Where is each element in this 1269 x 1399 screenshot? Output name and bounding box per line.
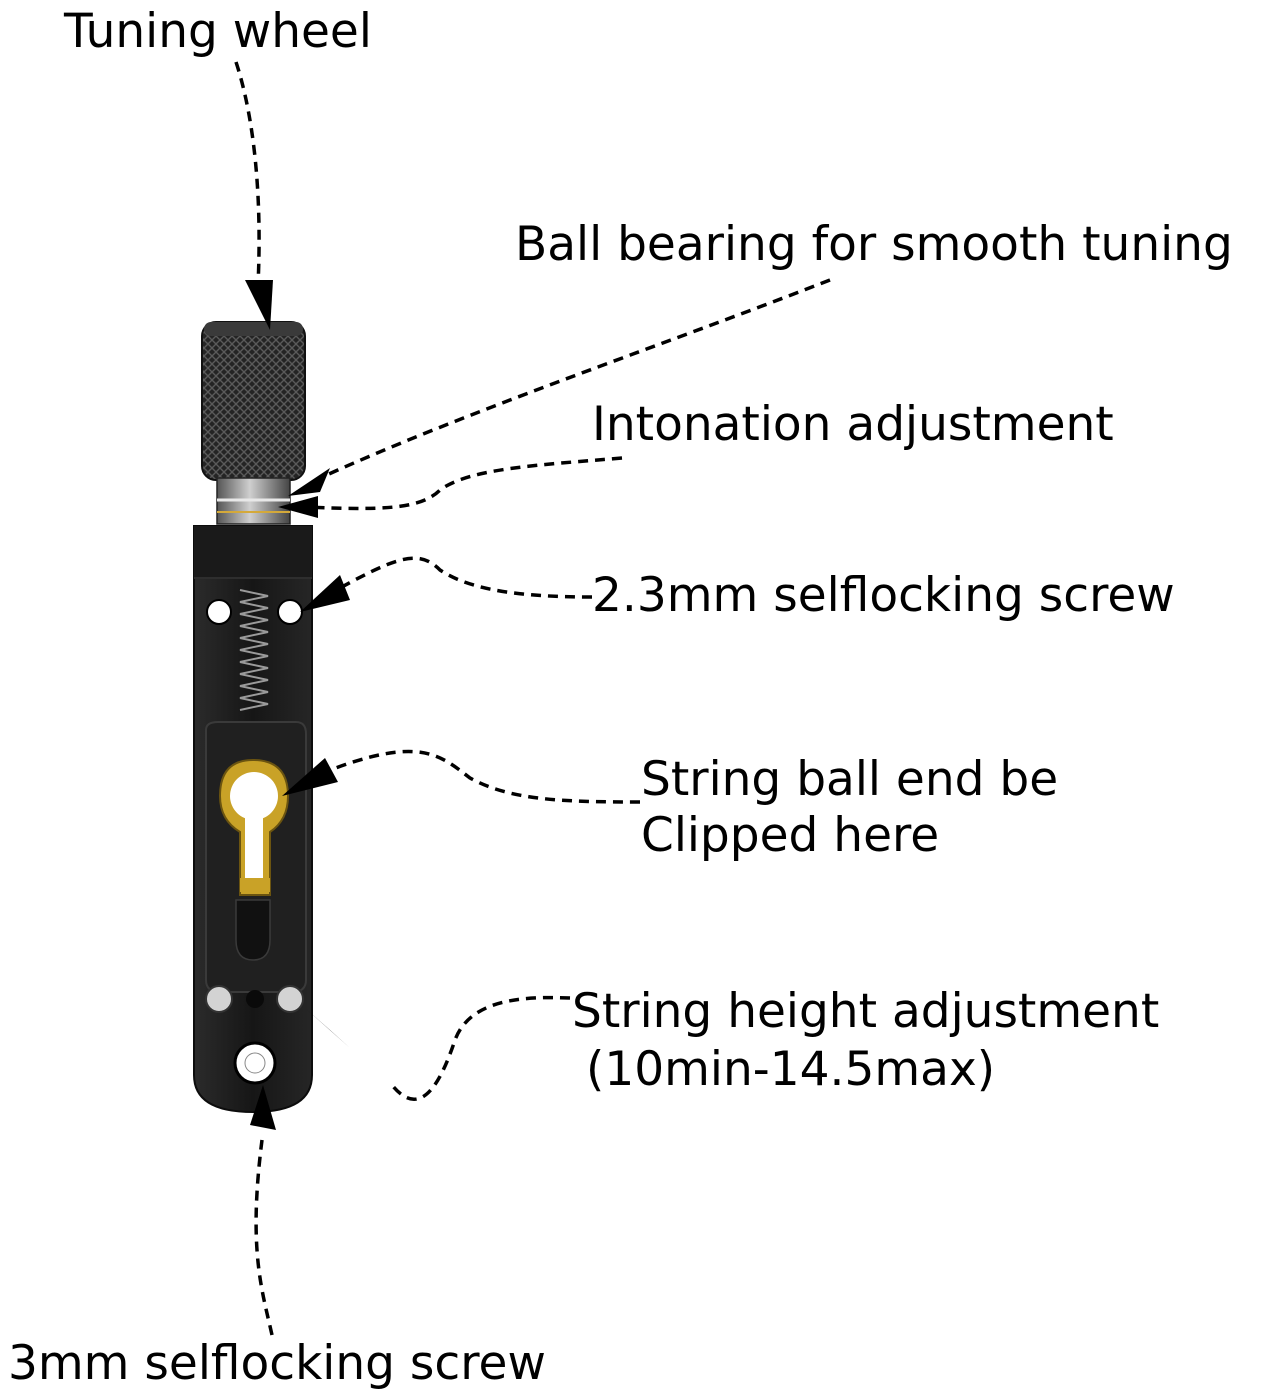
label-string-height-line2: (10min-14.5max) (586, 1042, 996, 1097)
arrow-string-height (305, 1008, 350, 1048)
height-screws (205, 985, 304, 1013)
label-screw-3: 3mm selflocking screw (8, 1336, 546, 1391)
label-string-ball-line2: Clipped here (641, 808, 940, 863)
label-string-height-line1: String height adjustment (572, 984, 1160, 1039)
leader-string-height (390, 995, 571, 1101)
arrow-ball-bearing (288, 468, 330, 496)
arrow-screw-23 (300, 575, 350, 612)
arrow-string-ball (282, 758, 338, 796)
label-string-ball-line1: String ball end be (641, 752, 1059, 807)
label-ball-bearing: Ball bearing for smooth tuning (515, 217, 1233, 272)
upper-screw-holes (206, 599, 303, 625)
arrow-intonation (278, 496, 318, 518)
label-intonation: Intonation adjustment (592, 397, 1114, 452)
arrow-tuning-wheel (245, 280, 273, 330)
ball-bearing-part (216, 477, 291, 525)
tuning-wheel-part (201, 321, 306, 481)
leader-string-ball (324, 749, 641, 804)
label-tuning-wheel: Tuning wheel (64, 4, 372, 59)
leader-ball-bearing (319, 278, 831, 480)
leader-tuning-wheel (234, 61, 261, 286)
leader-screw-3 (254, 1139, 274, 1336)
lower-screw-hole (233, 1041, 277, 1085)
string-ball-clip (218, 758, 290, 896)
spring-part (239, 589, 269, 711)
leader-screw-23 (339, 556, 593, 599)
arrow-screw-3 (250, 1085, 276, 1130)
label-screw-23: 2.3mm selflocking screw (592, 568, 1175, 623)
leader-intonation (304, 456, 623, 511)
